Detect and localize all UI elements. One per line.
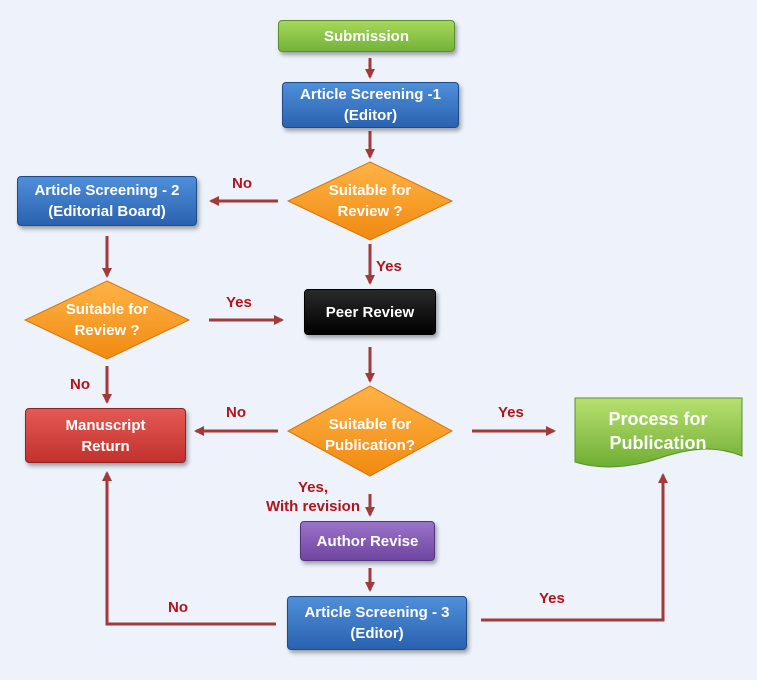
label-yes-to-publication: Yes [498,404,524,421]
submission-node: Submission [278,20,455,52]
suitable-for-review-1-text: Suitable for Review ? [328,182,412,220]
process-for-publication-text: Process for Publication [608,409,708,453]
label-yes-from-review2: Yes [226,294,252,311]
label-yes-to-peer-review: Yes [376,258,402,275]
decision-diamond-review-1 [286,161,454,241]
peer-review-node: Peer Review [304,289,436,335]
label-no-from-screening3: No [168,599,188,616]
arrow-screening3-yes [481,473,668,622]
suitable-for-review-2-text: Suitable for Review ? [65,301,149,339]
article-screening-3-node: Article Screening - 3 (Editor) [287,596,467,650]
article-screening-1-node: Article Screening -1 (Editor) [282,82,459,128]
arrow-screening3-no [102,471,276,626]
manuscript-return-node: Manuscript Return [25,408,186,463]
suitable-for-publication-text: Suitable for Publication? [325,416,415,454]
decision-diamond-publication [286,385,454,477]
label-no-to-screening2: No [232,175,252,192]
label-no-to-return: No [226,404,246,421]
process-publication-shape [574,397,743,468]
label-yes-with-revision: Yes, With revision [265,479,361,515]
article-screening-2-node: Article Screening - 2 (Editorial Board) [17,176,197,226]
decision-diamond-review-2 [23,280,191,360]
author-revise-node: Author Revise [300,521,435,561]
label-yes-from-screening3: Yes [539,590,565,607]
label-no-from-review2: No [70,376,90,393]
